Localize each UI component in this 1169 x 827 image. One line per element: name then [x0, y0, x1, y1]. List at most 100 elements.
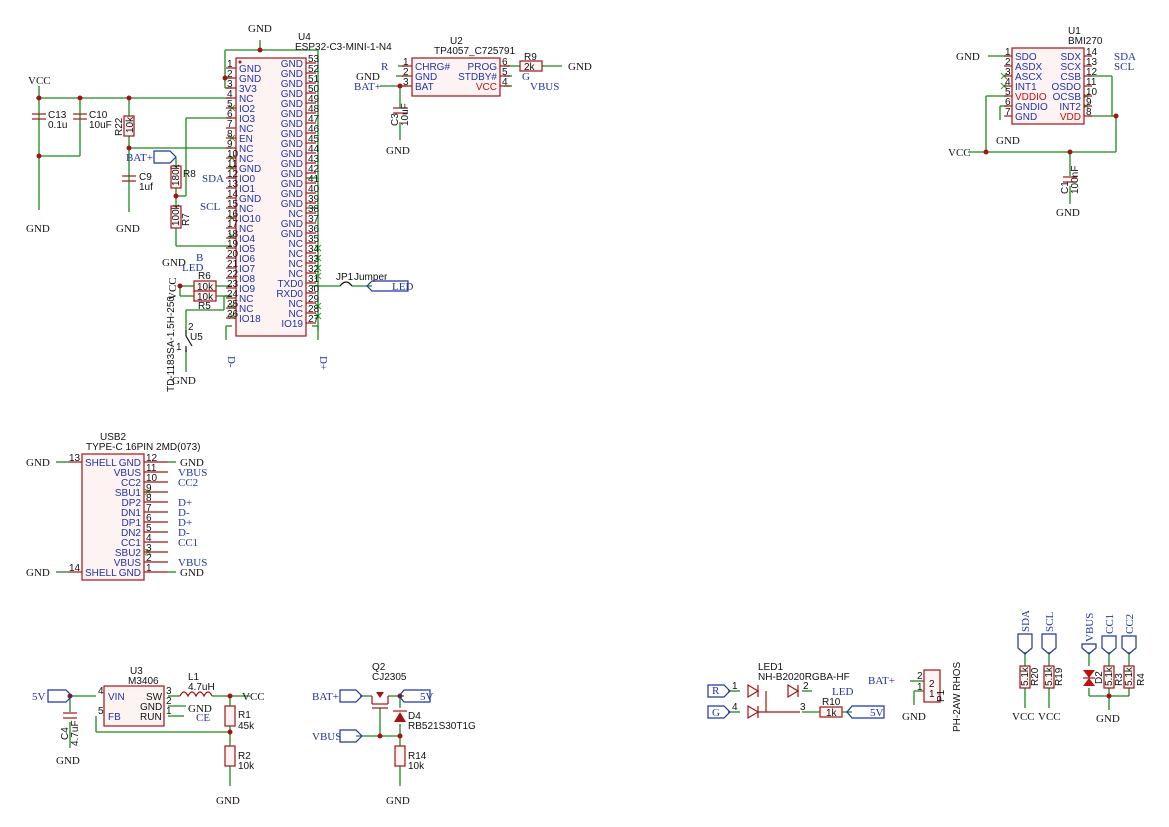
u4-pin-name-3: 3V3	[239, 84, 257, 95]
c4-ref: C4	[60, 727, 71, 740]
u5-button[interactable]: 2 1 U5 TD-1183SA-1.5H-250	[166, 296, 203, 392]
usb2-pin-number-1: 1	[146, 563, 152, 574]
gnd-c4: GND	[56, 755, 80, 767]
r7-resistor[interactable]: R7 100k	[170, 203, 192, 229]
r20-value: 5.1k	[1020, 666, 1031, 686]
p1-connector[interactable]: 2 1 2 1 P1 PH-2AW RHOS	[917, 661, 963, 732]
u4-pin-name-50: GND	[281, 89, 303, 100]
l1-value: 4.7uH	[188, 682, 215, 693]
usb2-pin-number-13: 13	[69, 453, 81, 464]
u3-buck-converter[interactable]: U3 M3406 4 VIN 3 SW 2 GND 1 RUN 5 FB	[98, 666, 172, 727]
usb2-pin-name-6: DP1	[122, 518, 142, 529]
led1-value: NH-B2020RGBA-HF	[758, 672, 850, 683]
r4-resistor[interactable]: 5.1k R4	[1123, 665, 1147, 689]
r3-resistor[interactable]: 5.1k R3	[1103, 665, 1125, 689]
d4-value: RB521S30T1G	[408, 721, 476, 732]
net-vbus-tvs: VBUS	[1084, 613, 1096, 642]
u2-pin-name-1: CHRG#	[415, 62, 450, 73]
led1-pin-1: 1	[732, 681, 738, 692]
net-batp-p1: BAT+	[868, 675, 895, 687]
usb2-pin-name-8: DP2	[122, 498, 142, 509]
u2-pin-number-5: 5	[502, 67, 508, 78]
usb2-pin-number-14: 14	[69, 563, 81, 574]
l1-ref: L1	[188, 672, 200, 683]
u5-pin-1: 1	[176, 342, 182, 353]
u4-pin-name-16: IO10	[239, 214, 261, 225]
u4-pin-number-22: 22	[227, 269, 239, 280]
c4-capacitor[interactable]: C4 4.7uF	[60, 712, 81, 746]
usb2-pin-name-9: SBU1	[115, 488, 142, 499]
r20-resistor[interactable]: 5.1k R20	[1019, 665, 1041, 689]
u4-pin-name-40: GND	[281, 189, 303, 200]
u1-pin-name-2: ASDX	[1015, 62, 1043, 73]
c3-capacitor[interactable]: C3 10uF	[390, 103, 411, 126]
net-b: B	[196, 252, 203, 264]
r19-resistor[interactable]: 5.1k R19	[1043, 665, 1065, 689]
c13-capacitor[interactable]: C13 0.1u	[32, 110, 67, 131]
vcc-r6: VCC	[167, 277, 179, 300]
u4-pin-name-41: GND	[281, 179, 303, 190]
u4-pin-number-37: 37	[308, 214, 320, 225]
u2-pin-number-6: 6	[502, 57, 508, 68]
u4-pin-name-21: IO7	[239, 264, 256, 275]
r9-ref: R9	[524, 52, 537, 63]
u4-pin-name-13: IO1	[239, 184, 256, 195]
net-r-led: R	[712, 685, 720, 697]
r22-resistor[interactable]: R22 10k	[114, 115, 136, 137]
u1-pin-number-14: 14	[1086, 47, 1098, 58]
u2-ref: U2	[450, 36, 463, 47]
gnd-usb-shell1: GND	[26, 457, 50, 469]
r1-resistor[interactable]: R1 45k	[224, 705, 255, 732]
gnd-u3: GND	[188, 703, 212, 715]
u4-pin-number-41: 41	[308, 174, 320, 185]
u3-pin-run: RUN	[140, 712, 162, 723]
d4-diode[interactable]: D4 RB521S30T1G	[393, 710, 476, 732]
u1-pin-name-10: OCSB	[1053, 92, 1082, 103]
led1-rgb-led[interactable]: LED1 NH-B2020RGBA-HF 1 2 3 4	[732, 662, 850, 720]
u3-pin-sw: SW	[146, 692, 163, 703]
no-connect-mark-9	[314, 254, 322, 262]
r1-ref: R1	[238, 710, 251, 721]
u1-pin-name-5: VDDIO	[1015, 92, 1047, 103]
d2-tvs-diode[interactable]: D2	[1083, 670, 1105, 686]
usb2-pin-name-14: SHELL	[85, 568, 117, 579]
net-sda-u1: SDA	[1114, 51, 1136, 63]
junctions	[36, 47, 1119, 739]
u1-pin-name-14: SDX	[1060, 52, 1081, 63]
u1-pin-name-6: GNDIO	[1015, 102, 1048, 113]
u4-pin-name-14: GND	[239, 194, 261, 205]
net-batp-u2: BAT+	[354, 81, 381, 93]
jp1-jumper[interactable]: JP1 Jumper	[336, 272, 388, 287]
q2-mosfet[interactable]: Q2 CJ2305	[371, 662, 407, 709]
c1-capacitor[interactable]: C1 100nF	[1060, 166, 1081, 194]
net-dp-usb8: D+	[178, 497, 192, 509]
u3-pin-1-num: 1	[166, 706, 172, 717]
gnd-r9: GND	[568, 61, 592, 73]
r14-resistor[interactable]: R14 10k	[394, 745, 427, 772]
r10-resistor[interactable]: R10 1k	[819, 697, 843, 719]
r6-resistor[interactable]: R6 10k	[193, 271, 217, 293]
u2-pin-number-2: 2	[403, 67, 409, 78]
c10-capacitor[interactable]: C10 10uF	[73, 110, 112, 131]
gnd-pullups: GND	[1096, 713, 1120, 725]
u4-pin-name-20: IO6	[239, 254, 256, 265]
net-dm-usb7: D-	[178, 507, 190, 519]
r8-resistor[interactable]: R8 180k	[170, 163, 196, 189]
l1-inductor[interactable]: L1 4.7uH	[179, 672, 215, 698]
usb2-pin-number-9: 9	[146, 483, 152, 494]
net-dp-u4: D+	[317, 356, 329, 370]
u2-pin-name-5: STDBY#	[458, 72, 497, 83]
r5-ref: R5	[198, 301, 211, 312]
c13-ref: C13	[48, 110, 67, 121]
r2-resistor[interactable]: R2 10k	[224, 745, 255, 772]
u4-pin-number-45: 45	[308, 134, 320, 145]
u4-pin-name-51: GND	[281, 79, 303, 90]
c9-capacitor[interactable]: C9 1uf	[122, 172, 153, 193]
r5-resistor[interactable]: R5 10k	[193, 290, 217, 312]
r9-resistor[interactable]: R9 2k	[519, 52, 543, 73]
